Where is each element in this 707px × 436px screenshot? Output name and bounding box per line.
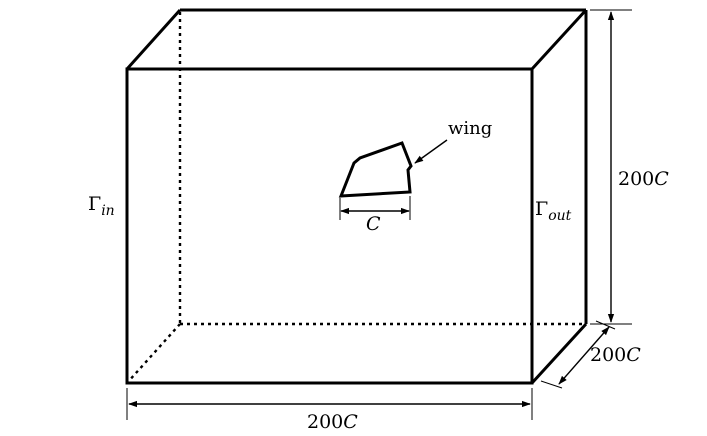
hidden-edges — [126, 12, 585, 384]
depth-tick-front — [540, 380, 563, 389]
wing-shape — [338, 141, 413, 198]
wing-label: wing — [448, 118, 492, 139]
wing-pointer-arrow — [414, 139, 448, 164]
depth-dimension: 200C — [540, 320, 641, 389]
top-left-depth-edge — [125, 8, 182, 71]
depth-arrow — [558, 326, 610, 385]
front-face — [125, 67, 534, 385]
height-label: 200C — [618, 168, 669, 190]
depth-label: 200C — [590, 344, 641, 366]
bottom-right-depth-edge — [530, 322, 588, 385]
top-right-depth-edge — [530, 8, 588, 71]
box-edges — [125, 8, 588, 385]
chord-dimension: C — [339, 196, 411, 235]
gamma-in-label: Γin — [88, 193, 115, 219]
hidden-depth-edge — [126, 323, 181, 384]
width-dimension: 200C — [126, 388, 533, 433]
chord-label: C — [366, 213, 381, 235]
gamma-out-label: Γout — [535, 198, 572, 224]
width-label: 200C — [307, 411, 358, 433]
depth-tick-back — [595, 320, 616, 330]
height-dimension: 200C — [590, 9, 669, 325]
